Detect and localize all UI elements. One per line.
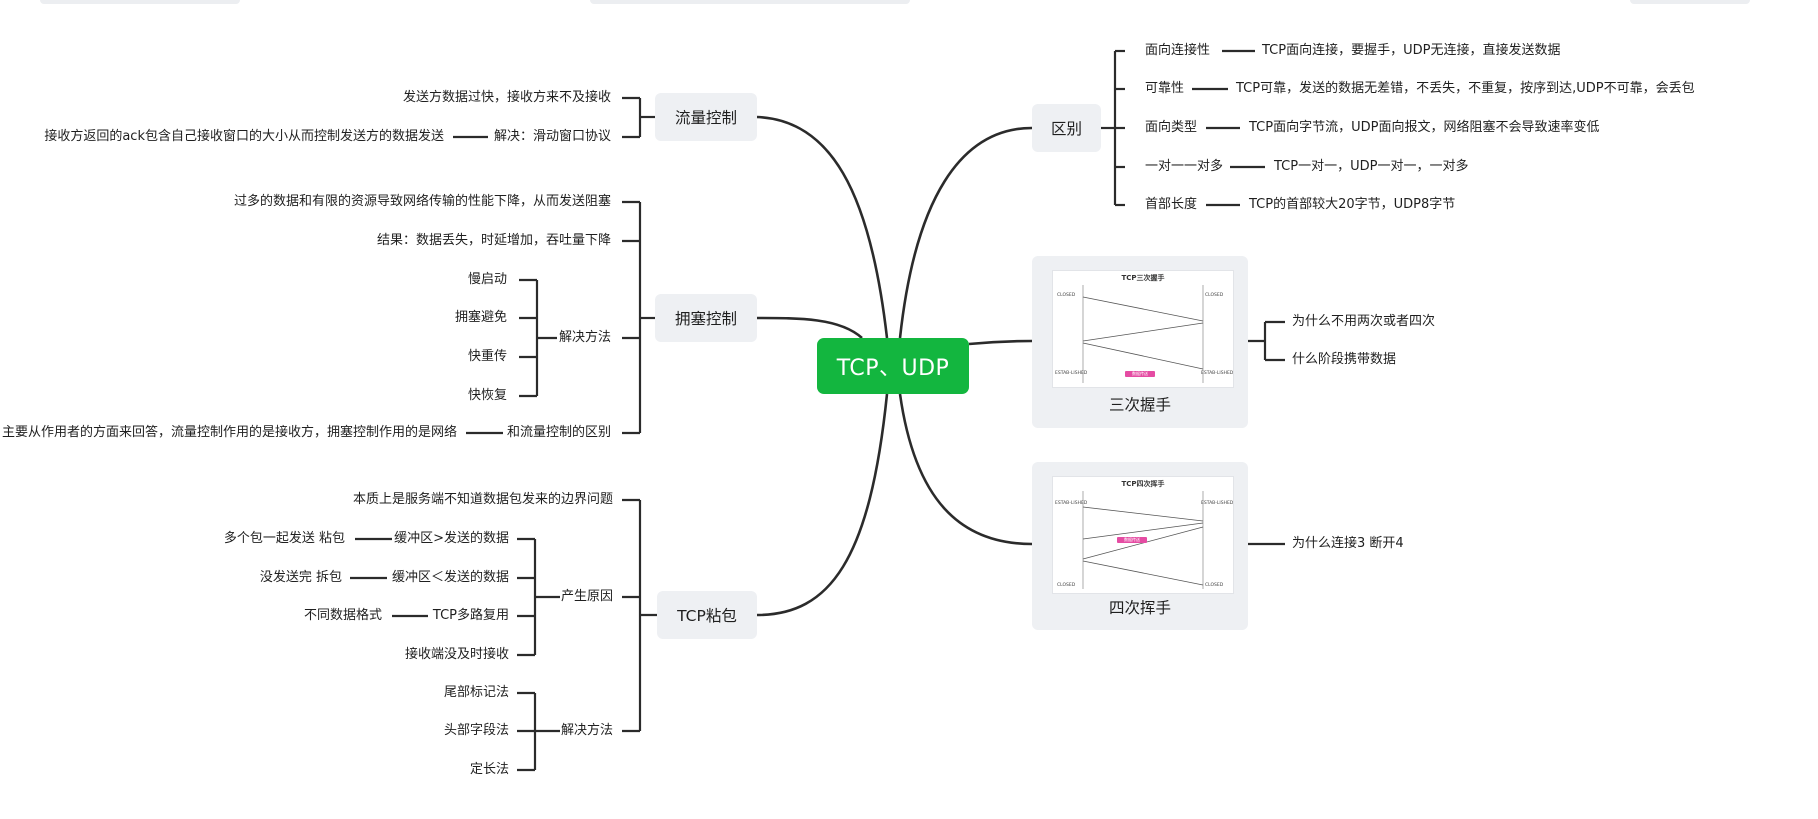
congestion-method-slow-start[interactable]: 慢启动 xyxy=(467,272,507,287)
handshake-diagram-image: TCP三次握手 CLOSED CLOSED ESTAB-LISHED ESTAB… xyxy=(1052,270,1234,388)
congestion-method-fast-retransmit[interactable]: 快重传 xyxy=(467,349,507,364)
wave-label-left-top: ESTAB-LISHED xyxy=(1055,501,1088,506)
wave-label-left-bottom: CLOSED xyxy=(1057,583,1076,588)
congestion-method-avoidance[interactable]: 拥塞避免 xyxy=(454,310,507,325)
connector-root-handshake xyxy=(968,339,1033,346)
wave-image-title: TCP四次挥手 xyxy=(1121,480,1165,488)
wave-data-tag: 数据传送 xyxy=(1117,537,1147,543)
congestion-result[interactable]: 结果：数据丢失，时延增加，吞吐量下降 xyxy=(376,233,611,248)
difference-detail-type[interactable]: TCP面向字节流，UDP面向报文，网络阻塞不会导致速率变低 xyxy=(1249,120,1600,135)
canvas-edge xyxy=(590,0,910,4)
handshake-label-left-top: CLOSED xyxy=(1057,293,1076,298)
flow-solution[interactable]: 解决：滑动窗口协议 xyxy=(493,129,611,144)
difference-key-header[interactable]: 首部长度 xyxy=(1145,197,1198,212)
connector-root-sticky xyxy=(756,393,889,617)
congestion-diff-detail[interactable]: 主要从作用者的方面来回答，流量控制作用的是接收方，拥塞控制作用的是网络 xyxy=(1,425,457,440)
sticky-solution-header-field[interactable]: 头部字段法 xyxy=(443,723,509,738)
wave-diagram-image: TCP四次挥手 ESTAB-LISHED ESTAB-LISHED CLOSED… xyxy=(1052,476,1234,594)
wave-label-right-bottom: CLOSED xyxy=(1205,583,1224,588)
sticky-cause-buffer-lt-detail[interactable]: 没发送完 拆包 xyxy=(259,570,342,585)
difference-key-connection[interactable]: 面向连接性 xyxy=(1145,43,1211,58)
node-tcp-sticky[interactable]: TCP粘包 xyxy=(657,591,757,639)
handshake-item-why[interactable]: 为什么不用两次或者四次 xyxy=(1292,314,1436,329)
sticky-causes-label[interactable]: 产生原因 xyxy=(560,589,613,604)
node-wave[interactable]: TCP四次挥手 ESTAB-LISHED ESTAB-LISHED CLOSED… xyxy=(1032,462,1248,630)
flow-reason[interactable]: 发送方数据过快，接收方来不及接收 xyxy=(402,90,611,105)
difference-key-type[interactable]: 面向类型 xyxy=(1145,120,1198,135)
sticky-cause-buffer-gt[interactable]: 缓冲区>发送的数据 xyxy=(394,531,509,546)
difference-key-reliability[interactable]: 可靠性 xyxy=(1145,81,1185,96)
difference-detail-cardinality[interactable]: TCP一对一，UDP一对一，一对多 xyxy=(1274,159,1469,174)
sticky-solution-fixed-length[interactable]: 定长法 xyxy=(469,762,509,777)
sticky-solutions-label[interactable]: 解决方法 xyxy=(560,723,613,738)
connector-root-wave xyxy=(898,393,1033,546)
congestion-methods-label[interactable]: 解决方法 xyxy=(558,330,611,345)
wave-item-why[interactable]: 为什么连接3 断开4 xyxy=(1292,536,1404,551)
wave-label-right-top: ESTAB-LISHED xyxy=(1201,501,1234,506)
difference-detail-connection[interactable]: TCP面向连接，要握手，UDP无连接，直接发送数据 xyxy=(1262,43,1561,58)
sticky-cause-buffer-lt[interactable]: 缓冲区＜发送的数据 xyxy=(391,570,509,585)
difference-detail-header[interactable]: TCP的首部较大20字节，UDP8字节 xyxy=(1249,197,1456,212)
sticky-essence[interactable]: 本质上是服务端不知道数据包发来的边界问题 xyxy=(352,492,613,507)
wave-caption: 四次挥手 xyxy=(1108,599,1171,617)
root-node[interactable]: TCP、UDP xyxy=(817,338,969,394)
canvas-edge xyxy=(1630,0,1750,4)
handshake-data-tag: 数据传送 xyxy=(1125,371,1155,377)
handshake-caption: 三次握手 xyxy=(1108,396,1171,414)
sticky-cause-multiplex[interactable]: TCP多路复用 xyxy=(432,608,509,623)
sticky-cause-multiplex-detail[interactable]: 不同数据格式 xyxy=(303,608,382,623)
canvas-edge xyxy=(40,0,240,4)
handshake-label-left-bottom: ESTAB-LISHED xyxy=(1055,371,1088,376)
connector-root-congestion xyxy=(756,316,863,339)
node-handshake[interactable]: TCP三次握手 CLOSED CLOSED ESTAB-LISHED ESTAB… xyxy=(1032,256,1248,428)
connector-root-flow xyxy=(756,115,889,339)
handshake-image-title: TCP三次握手 xyxy=(1121,274,1165,282)
handshake-label-right-bottom: ESTAB-LISHED xyxy=(1201,371,1234,376)
difference-detail-reliability[interactable]: TCP可靠，发送的数据无差错，不丢失，不重复，按序到达,UDP不可靠，会丢包 xyxy=(1236,81,1695,96)
congestion-diff-label[interactable]: 和流量控制的区别 xyxy=(506,425,611,440)
sticky-cause-buffer-gt-detail[interactable]: 多个包一起发送 粘包 xyxy=(223,531,345,546)
congestion-cause[interactable]: 过多的数据和有限的资源导致网络传输的性能下降，从而发送阻塞 xyxy=(233,194,611,209)
node-difference[interactable]: 区别 xyxy=(1032,104,1101,152)
difference-key-cardinality[interactable]: 一对一一对多 xyxy=(1145,159,1224,174)
node-congestion-control[interactable]: 拥塞控制 xyxy=(655,294,757,342)
sticky-solution-tail-marker[interactable]: 尾部标记法 xyxy=(443,685,509,700)
node-flow-control[interactable]: 流量控制 xyxy=(655,93,757,141)
congestion-method-fast-recovery[interactable]: 快恢复 xyxy=(467,388,507,403)
flow-solution-detail[interactable]: 接收方返回的ack包含自己接收窗口的大小从而控制发送方的数据发送 xyxy=(44,129,444,144)
sticky-cause-receiver[interactable]: 接收端没及时接收 xyxy=(404,647,509,662)
connector-root-difference xyxy=(898,126,1033,339)
handshake-label-right-top: CLOSED xyxy=(1205,293,1224,298)
handshake-item-data[interactable]: 什么阶段携带数据 xyxy=(1292,352,1397,367)
